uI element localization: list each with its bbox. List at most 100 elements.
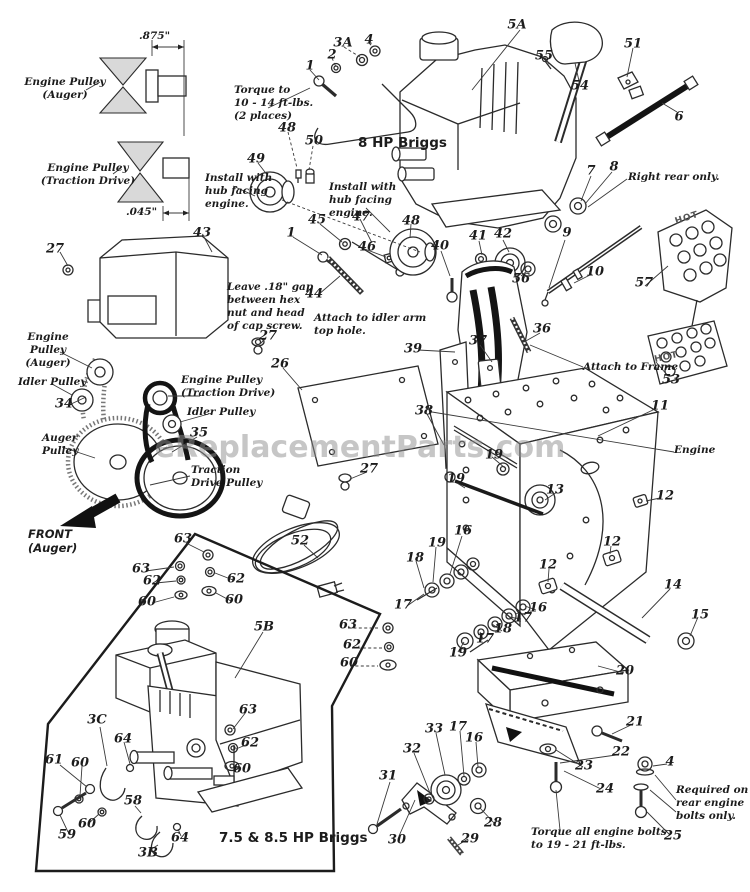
callout: 42 (493, 226, 513, 242)
clamp-51 (617, 71, 645, 100)
callout: 24 (595, 781, 615, 797)
axle-rod-14 (559, 582, 651, 644)
callout: 5B (253, 619, 275, 635)
nut-8 (544, 215, 562, 233)
callout: 17 (475, 631, 495, 647)
callout: 40 (430, 238, 450, 254)
nut-56 (520, 261, 536, 277)
bolt-27-left (62, 264, 74, 276)
callout: 5A (507, 17, 527, 33)
callout: 60 (224, 592, 244, 608)
washer-32 (423, 793, 435, 805)
spring-36 (509, 316, 532, 354)
note-torque-all: Torque all engine bolts to 19 - 21 ft-lb… (531, 826, 667, 852)
callout: 43 (192, 225, 212, 241)
callout: 16 (453, 523, 473, 539)
note-dim-875: .875" (139, 30, 171, 42)
note-belt-traction-pulley: Traction Drive Pulley (191, 464, 263, 490)
inset-hardware (52, 549, 397, 858)
callout: 7 (586, 163, 596, 179)
mount-bracket-20 (476, 641, 630, 724)
engine-75-85-briggs (115, 620, 304, 813)
callout: 6 (674, 109, 684, 125)
callout: 63 (338, 617, 358, 633)
rod-10 (541, 225, 643, 307)
callout: 60 (137, 594, 157, 610)
callout: 45 (307, 212, 327, 228)
note-leave-gap: Leave .18" gap between hex nut and head … (227, 281, 314, 333)
frame-11 (445, 367, 660, 651)
washer-3A (355, 53, 369, 67)
callout: 18 (405, 550, 425, 566)
spacer-50 (305, 168, 315, 184)
watermark: eReplacementParts.com (154, 430, 566, 465)
callout: 37 (468, 333, 488, 349)
callout: 51 (623, 36, 643, 52)
callout: 31 (378, 768, 398, 784)
washer-28 (469, 797, 487, 815)
callout: 61 (44, 752, 64, 768)
callout: 55 (534, 48, 554, 64)
callout: 28 (483, 815, 503, 831)
nut-16-lever (471, 762, 487, 778)
callout: 15 (690, 607, 710, 623)
callout: 36 (532, 321, 552, 337)
chute-crank-arm (314, 83, 417, 146)
note-engine-8hp: 8 HP Briggs (358, 135, 447, 151)
callout: 58 (123, 793, 143, 809)
callout: 60 (232, 761, 252, 777)
callout: 3C (87, 712, 107, 728)
washer-2 (330, 62, 342, 74)
belt-guard-26 (297, 365, 439, 491)
locknut-4 (635, 756, 655, 776)
callout: 25 (663, 828, 683, 844)
note-engine-75-85: 7.5 & 8.5 HP Briggs (219, 830, 368, 846)
callout: 57 (634, 275, 654, 291)
callout: 50 (304, 133, 324, 149)
frame-hardware (416, 462, 649, 653)
callout: 59 (57, 827, 77, 843)
rod-6 (595, 75, 699, 147)
pulley-49 (249, 171, 295, 213)
note-engine-pulley-traction-detail: Engine Pulley (Traction Drive) (40, 162, 136, 188)
note-engine: Engine (674, 444, 716, 456)
callout: 30 (387, 832, 407, 848)
callout: 17 (513, 610, 533, 626)
callout: 62 (226, 571, 246, 587)
callout: 29 (460, 831, 480, 847)
callout: 16 (528, 600, 548, 616)
callout: 10 (585, 264, 605, 280)
callout: 22 (611, 744, 631, 760)
foot-pad-53: HOT (647, 320, 728, 385)
note-right-rear-only: Right rear only. (628, 171, 720, 183)
callout: 53 (661, 372, 681, 388)
note-torque-spec: Torque to 10 - 14 ft-lbs. (2 places) (234, 84, 314, 123)
bolt-40 (446, 278, 458, 303)
callout: 27 (45, 241, 65, 257)
callout: 62 (240, 735, 260, 751)
note-dim-045: .045" (126, 206, 158, 218)
callout: 19 (448, 645, 468, 661)
note-required-rear: Required on rear engine bolts only. (676, 784, 749, 823)
callout: 14 (663, 577, 683, 593)
note-belt-idler-2: Idler Pulley (187, 406, 256, 418)
callout: 19 (484, 447, 504, 463)
screw-55 (541, 55, 552, 70)
callout: 4 (364, 32, 374, 48)
callout: 64 (170, 830, 190, 846)
callout: 23 (574, 758, 594, 774)
callout: 41 (468, 228, 488, 244)
callout: 63 (131, 561, 151, 577)
note-belt-auger-pulley: Auger Pulley (42, 432, 79, 458)
note-belt-engine-pulley-auger: Engine Pulley (Auger) (25, 331, 71, 370)
cable-52 (252, 494, 345, 598)
note-belt-idler-1: Idler Pulley (18, 376, 87, 388)
callout: 60 (70, 755, 90, 771)
note-engine-pulley-auger-detail: Engine Pulley (Auger) (24, 76, 106, 102)
callout: 46 (357, 239, 377, 255)
bolt-25 (633, 783, 649, 819)
callout: 60 (339, 655, 359, 671)
callout: 17 (448, 719, 468, 735)
